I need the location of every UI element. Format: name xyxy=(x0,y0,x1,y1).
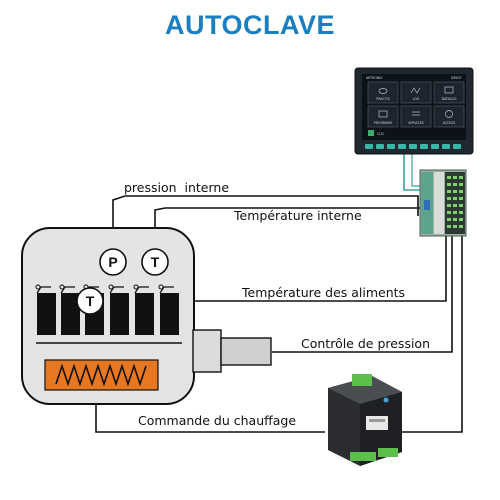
temperature-sensor-label: T xyxy=(151,254,160,270)
power-controller xyxy=(328,374,402,466)
wire-pressure-control xyxy=(272,235,453,353)
pressure-sensor: P xyxy=(99,248,127,276)
food-temperature-sensor: T xyxy=(76,287,104,315)
hmi-tile xyxy=(400,81,432,104)
pressure-valve xyxy=(192,329,272,373)
hmi-brand: ARTRONIX xyxy=(366,76,383,80)
hmi-tiles xyxy=(367,81,465,128)
heating-element xyxy=(44,359,159,391)
hmi-tile-label: SERVICES xyxy=(408,121,423,125)
food-can xyxy=(108,284,129,335)
label-internal-temperature: Température interne xyxy=(233,208,362,223)
hmi-tile xyxy=(400,105,432,128)
hmi-tile-label: DATALOG xyxy=(442,97,457,101)
hmi-tile-icons xyxy=(378,86,454,118)
hmi-key xyxy=(420,144,428,149)
hmi-key xyxy=(398,144,406,149)
food-can xyxy=(158,284,179,335)
hmi-tile xyxy=(367,81,399,104)
hmi-status-icon xyxy=(368,130,374,136)
hmi-tile-label: PROGRAMS xyxy=(374,121,392,125)
hmi-key xyxy=(376,144,384,149)
hmi-key xyxy=(365,144,373,149)
wire-food-temperature xyxy=(90,235,447,302)
food-can xyxy=(133,284,154,335)
hmi-footer: CLIC xyxy=(377,132,385,136)
hmi-function-keys xyxy=(365,144,461,149)
hmi-tile xyxy=(367,105,399,128)
hmi-model: D8507 xyxy=(451,76,462,80)
temperature-sensor: T xyxy=(141,248,169,276)
wire-power-to-plc xyxy=(398,235,463,433)
label-pressure-control: Contrôle de pression xyxy=(301,336,430,351)
food-temperature-sensor-label: T xyxy=(86,293,95,309)
label-food-temperature: Température des aliments xyxy=(241,285,405,300)
label-heating-command: Commande du chauffage xyxy=(138,413,296,428)
label-internal-pressure: pression interne xyxy=(124,180,229,195)
page-title: AUTOCLAVE xyxy=(164,10,335,40)
food-can xyxy=(59,284,80,335)
hmi-key xyxy=(409,144,417,149)
hmi-key xyxy=(431,144,439,149)
plc-terminals xyxy=(447,176,463,228)
hmi-key xyxy=(442,144,450,149)
hmi-tile-label: LOG xyxy=(413,97,420,101)
hmi-key xyxy=(387,144,395,149)
hmi-tile xyxy=(433,105,465,128)
hmi-panel: ARTRONIX D8507 PRACTIS LOG DATALOG PROGR… xyxy=(354,67,474,155)
wire-internal-pressure xyxy=(112,195,419,262)
hmi-tile-label: ACCESS xyxy=(443,121,456,125)
food-can xyxy=(35,284,56,335)
heater-coil-icon xyxy=(55,363,147,387)
hmi-tile-label: PRACTIS xyxy=(376,97,389,101)
pressure-sensor-label: P xyxy=(108,254,117,270)
plc-module xyxy=(419,169,467,237)
hmi-key xyxy=(453,144,461,149)
hmi-tile xyxy=(433,81,465,104)
